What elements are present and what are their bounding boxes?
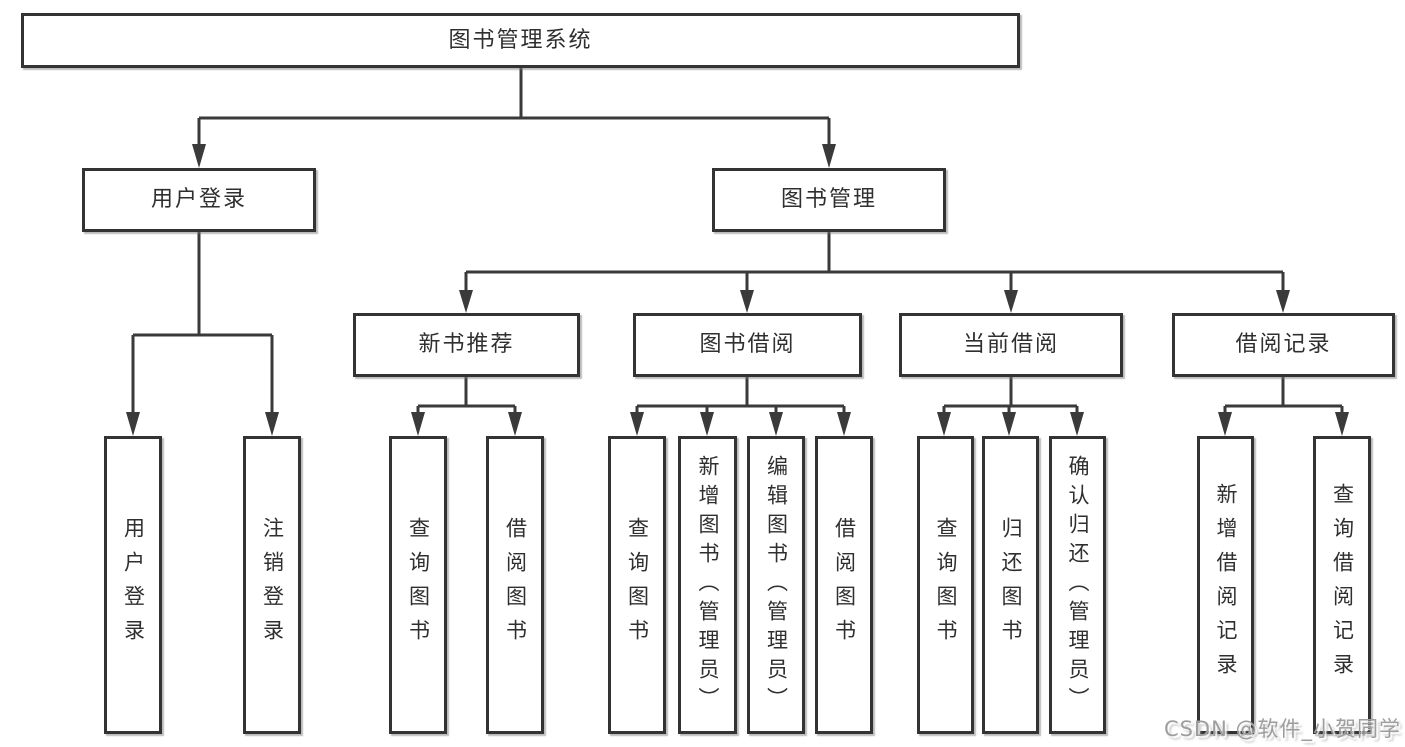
leaf-label: 归还图书 bbox=[999, 517, 1023, 653]
leaf-label: 确认归还（管理员） bbox=[1066, 454, 1090, 716]
node-label: 图书借阅 bbox=[699, 332, 796, 357]
node-label: 当前借阅 bbox=[962, 332, 1059, 357]
leaf-label: 新增图书（管理员） bbox=[696, 454, 720, 716]
leaf-add-borrow-record: 新增借阅记录 bbox=[1197, 436, 1254, 734]
leaf-label: 查询图书 bbox=[934, 517, 958, 653]
leaf-query-books-recommend: 查询图书 bbox=[389, 436, 447, 734]
leaf-query-books-borrowing: 查询图书 bbox=[608, 436, 666, 734]
node-library-management-system: 图书管理系统 bbox=[21, 13, 1020, 68]
leaf-label: 编辑图书（管理员） bbox=[764, 454, 789, 716]
leaf-confirm-return-admin: 确认归还（管理员） bbox=[1049, 436, 1106, 734]
leaf-query-borrow-record: 查询借阅记录 bbox=[1313, 436, 1371, 734]
node-label: 借阅记录 bbox=[1235, 332, 1332, 357]
leaf-borrow-books-borrowing: 借阅图书 bbox=[815, 436, 873, 734]
leaf-edit-book-admin: 编辑图书（管理员） bbox=[747, 436, 805, 734]
leaf-label: 查询借阅记录 bbox=[1330, 483, 1355, 687]
leaf-add-book-admin: 新增图书（管理员） bbox=[678, 436, 737, 734]
node-label: 图书管理 bbox=[780, 187, 877, 212]
node-label: 图书管理系统 bbox=[448, 27, 593, 53]
arrowhead-icons bbox=[126, 144, 1349, 436]
leaf-borrow-books-recommend: 借阅图书 bbox=[486, 436, 544, 734]
leaf-return-books: 归还图书 bbox=[982, 436, 1039, 734]
leaf-user-login: 用户登录 bbox=[104, 436, 162, 734]
leaf-label: 借阅图书 bbox=[832, 517, 857, 653]
node-current-borrowing: 当前借阅 bbox=[899, 313, 1123, 377]
node-borrowing-records: 借阅记录 bbox=[1172, 313, 1395, 377]
node-book-borrowing: 图书借阅 bbox=[633, 313, 862, 377]
tree-edges bbox=[131, 68, 1344, 413]
leaf-label: 用户登录 bbox=[121, 517, 146, 653]
leaf-label: 查询图书 bbox=[406, 517, 431, 653]
node-book-management: 图书管理 bbox=[712, 168, 946, 232]
node-user-login: 用户登录 bbox=[82, 168, 316, 232]
leaf-label: 注销登录 bbox=[260, 517, 285, 653]
csdn-watermark: CSDN @软件_小贺同学 bbox=[1163, 717, 1401, 741]
leaf-label: 新增借阅记录 bbox=[1214, 483, 1238, 687]
leaf-logout: 注销登录 bbox=[243, 436, 301, 734]
leaf-label: 借阅图书 bbox=[503, 517, 528, 653]
leaf-query-books-current: 查询图书 bbox=[917, 436, 974, 734]
node-label: 用户登录 bbox=[150, 187, 247, 212]
node-label: 新书推荐 bbox=[418, 332, 515, 357]
leaf-label: 查询图书 bbox=[625, 517, 650, 653]
node-new-book-recommendation: 新书推荐 bbox=[353, 313, 580, 377]
